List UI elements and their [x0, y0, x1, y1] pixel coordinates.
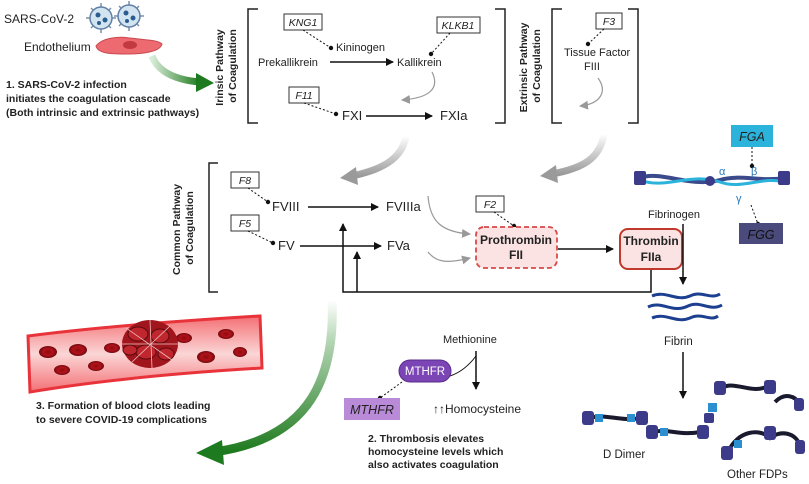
- intrinsic-to-common-arrow: [351, 135, 410, 180]
- thrombin-box: Thrombin FIIa: [619, 228, 683, 270]
- thrombin-feedback-line: [339, 223, 652, 293]
- svg-text:F11: F11: [295, 90, 312, 102]
- fviii-label: FVIII: [272, 199, 299, 214]
- gene-fga: FGA: [731, 125, 773, 147]
- mthfr-enzyme: MTHFR: [398, 359, 452, 383]
- fibrinogen-label: Fibrinogen: [648, 209, 700, 221]
- svg-text:α: α: [719, 166, 726, 178]
- endothelium-label: Endothelium: [24, 40, 91, 54]
- fxi-label: FXI: [342, 108, 362, 123]
- blood-vessel-illustration: [26, 314, 264, 394]
- d-dimer-icon: [582, 403, 717, 439]
- virus-particle-icon: [86, 3, 116, 33]
- fibrinogen-illustration: FGA α β γ FGG Fibrinogen: [634, 125, 790, 285]
- fibrin-strands-icon: [647, 292, 723, 322]
- green-arrow-to-pathways: [148, 54, 201, 86]
- svg-text:β: β: [751, 166, 757, 178]
- homocysteine-label: ↑↑Homocysteine: [433, 402, 521, 416]
- svg-text:FGA: FGA: [739, 130, 765, 144]
- gene-f5: F5: [230, 214, 260, 232]
- fiia-label: FIIa: [641, 250, 662, 264]
- prothrombin-label: Prothrombin: [480, 233, 552, 247]
- step-3-text: 3. Formation of blood clots leading to s…: [36, 400, 213, 426]
- common-bracket: [208, 162, 218, 293]
- virus-particle-icon: [114, 1, 144, 31]
- blood-clot-icon: [122, 319, 178, 369]
- other-fdp-icon: [714, 380, 805, 460]
- svg-text:F3: F3: [603, 16, 615, 28]
- gene-klkb1: KLKB1: [436, 16, 481, 34]
- thrombin-label: Thrombin: [623, 234, 678, 248]
- green-arrow-to-clot: [213, 299, 337, 457]
- gene-kng1: KNG1: [283, 13, 323, 31]
- svg-text:F5: F5: [239, 218, 251, 230]
- fibrin-label: Fibrin: [664, 336, 693, 348]
- svg-text:FGG: FGG: [747, 228, 774, 242]
- fiii-label: FIII: [584, 61, 600, 73]
- intrinsic-bracket: [247, 8, 258, 124]
- fii-label: FII: [509, 248, 523, 262]
- step-2-text: 2. Thrombosis elevates homocysteine leve…: [368, 433, 506, 471]
- fva-label: FVa: [387, 238, 411, 253]
- red-blood-cell-icons: [39, 329, 247, 375]
- intrinsic-pathway-label: Irinsic Pathway of Coagulation: [214, 26, 239, 105]
- tissue-factor-label: Tissue Factor: [564, 47, 631, 59]
- fv-label: FV: [278, 238, 295, 253]
- fdp-fragments: [582, 380, 805, 460]
- homocysteine-module: Methionine MTHFR MTHFR ↑↑Homocysteine: [344, 334, 521, 420]
- svg-text:MTHFR: MTHFR: [405, 366, 445, 378]
- d-dimer-label: D Dimer: [603, 449, 645, 461]
- gene-fgg: FGG: [739, 223, 783, 244]
- fibrinogen-molecule: [639, 173, 786, 185]
- fxia-label: FXIa: [440, 108, 468, 123]
- svg-text:KNG1: KNG1: [289, 17, 318, 29]
- svg-text:F2: F2: [484, 199, 496, 211]
- kallikrein-label: Kallikrein: [397, 57, 442, 69]
- common-pathway: Common Pathway of Coagulation F8 FVIII F…: [171, 162, 683, 293]
- gene-f2: F2: [475, 195, 505, 213]
- kininogen-label: Kininogen: [336, 42, 385, 54]
- methionine-label: Methionine: [443, 334, 497, 346]
- virus-label: SARS-CoV-2: [4, 12, 74, 26]
- gene-f3: F3: [595, 12, 623, 30]
- extrinsic-to-common-arrow: [551, 133, 608, 178]
- fviiia-label: FVIIIa: [386, 199, 421, 214]
- svg-text:γ: γ: [736, 193, 742, 205]
- gene-f11: F11: [288, 86, 320, 104]
- prekallikrein-label: Prekallikrein: [258, 57, 318, 69]
- gene-f8: F8: [230, 171, 260, 189]
- step-1-text: 1. SARS-CoV-2 infection initiates the co…: [6, 79, 199, 119]
- extrinsic-pathway: Extrinsic Pathway of Coagulation F3 Tiss…: [518, 8, 639, 124]
- svg-text:KLKB1: KLKB1: [442, 20, 475, 32]
- common-pathway-label: Common Pathway of Coagulation: [171, 181, 196, 275]
- intrinsic-pathway: Irinsic Pathway of Coagulation KNG1 Kini…: [214, 8, 506, 124]
- svg-text:F8: F8: [239, 175, 251, 187]
- virus-illustration: SARS-CoV-2 Endothelium: [4, 1, 214, 92]
- extrinsic-pathway-label: Extrinsic Pathway of Coagulation: [518, 20, 543, 113]
- gene-mthfr: MTHFR: [344, 398, 400, 420]
- extrinsic-bracket: [551, 8, 562, 124]
- other-fdps-label: Other FDPs: [727, 469, 788, 481]
- svg-text:MTHFR: MTHFR: [350, 403, 394, 417]
- prothrombin-box: Prothrombin FII: [475, 226, 558, 269]
